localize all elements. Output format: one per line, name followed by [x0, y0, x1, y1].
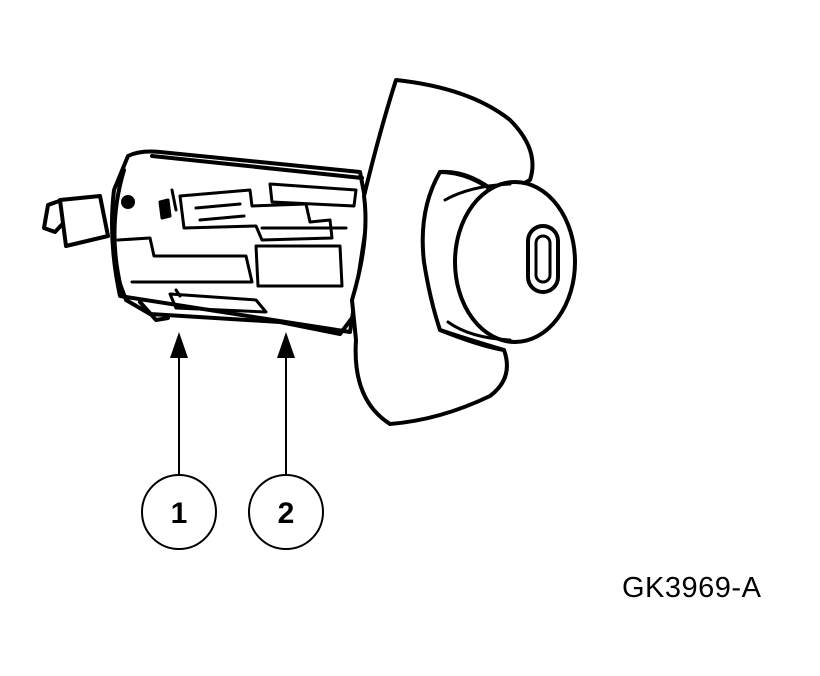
callout-2: 2	[248, 474, 324, 550]
callout-number: 2	[278, 497, 295, 530]
figure-code: GK3969-A	[622, 572, 762, 604]
ignition-lock-cylinder-illustration	[42, 78, 577, 426]
callout-1: 1	[141, 474, 217, 550]
callout-number: 1	[171, 497, 188, 530]
arrow-up-icon	[170, 332, 188, 358]
callout-leader-1	[170, 332, 188, 474]
arrow-up-icon	[277, 332, 295, 358]
callout-leader-2	[277, 332, 295, 474]
key-face	[443, 180, 577, 344]
actuator-stub	[42, 194, 110, 248]
cylinder-details	[116, 182, 358, 314]
